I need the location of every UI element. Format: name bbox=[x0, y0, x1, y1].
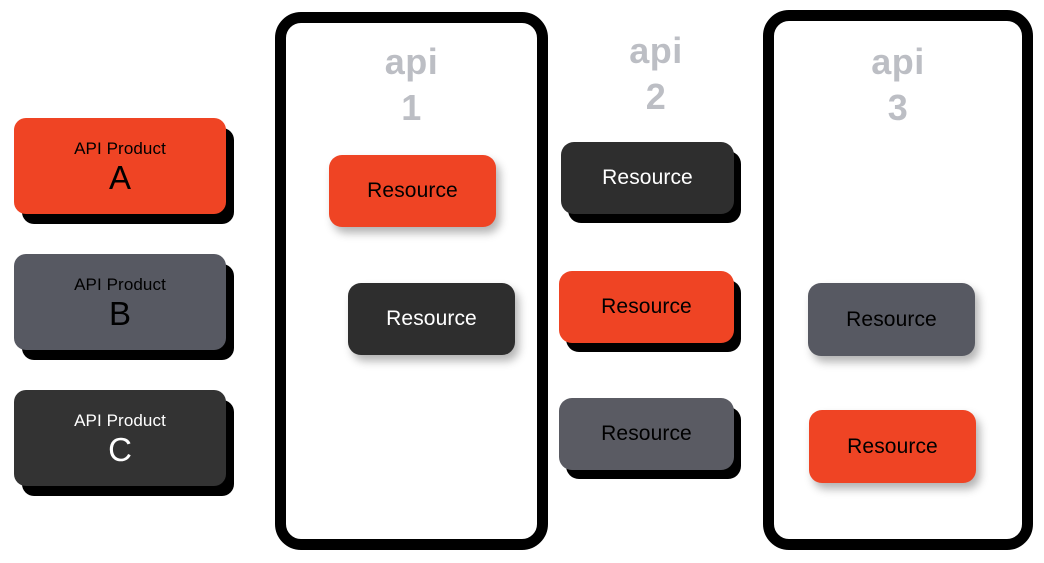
resource-chip[interactable]: Resource bbox=[348, 283, 515, 355]
resource-chip[interactable]: Resource bbox=[559, 398, 734, 470]
resource-chip[interactable]: Resource bbox=[329, 155, 496, 227]
api-group-3[interactable]: api 3 Resource Resource bbox=[763, 10, 1033, 550]
api-group-2-label: api 2 bbox=[556, 28, 756, 120]
api-group-3-label: api 3 bbox=[774, 39, 1022, 131]
api-group-2[interactable]: api 2 Resource Resource Resource bbox=[556, 12, 756, 550]
api-group-1[interactable]: api 1 Resource Resource bbox=[275, 12, 548, 550]
api-product-letter: C bbox=[108, 430, 132, 468]
api-number: 3 bbox=[887, 87, 909, 128]
api-number: 2 bbox=[645, 76, 667, 117]
api-word: api bbox=[871, 41, 925, 82]
api-product-title: API Product bbox=[74, 274, 166, 294]
api-product-card-b[interactable]: API Product B bbox=[14, 254, 226, 350]
api-product-card-c[interactable]: API Product C bbox=[14, 390, 226, 486]
api-number: 1 bbox=[401, 87, 422, 128]
api-group-1-label: api 1 bbox=[286, 39, 537, 131]
api-word: api bbox=[384, 41, 439, 82]
resource-chip[interactable]: Resource bbox=[559, 271, 734, 343]
api-product-letter: A bbox=[108, 158, 131, 196]
api-product-title: API Product bbox=[74, 410, 166, 430]
resource-chip[interactable]: Resource bbox=[561, 142, 734, 214]
api-product-letter: B bbox=[108, 294, 131, 332]
api-product-card-a[interactable]: API Product A bbox=[14, 118, 226, 214]
api-word: api bbox=[629, 30, 683, 71]
resource-chip[interactable]: Resource bbox=[809, 410, 976, 483]
api-product-title: API Product bbox=[74, 138, 166, 158]
resource-chip[interactable]: Resource bbox=[808, 283, 975, 356]
